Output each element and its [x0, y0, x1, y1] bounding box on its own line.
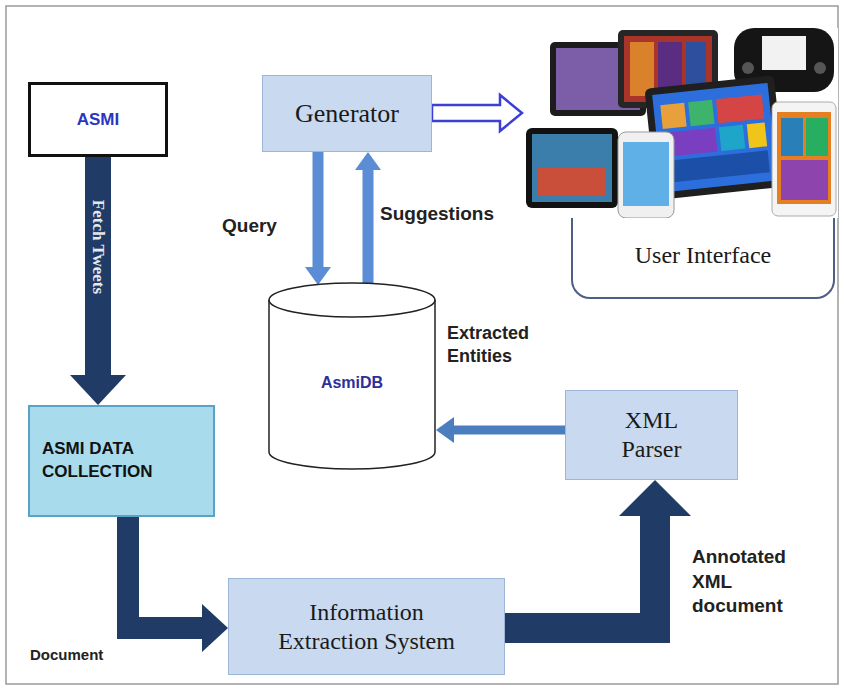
- edge-label: Query: [222, 214, 277, 239]
- collage-ground: [522, 28, 838, 218]
- arrow-head: [436, 417, 454, 443]
- process-box: XML Parser: [565, 390, 738, 480]
- box-label: XML Parser: [602, 406, 702, 464]
- arrow-shaft: [453, 426, 565, 435]
- box-label: ASMI: [77, 110, 120, 130]
- edge-label: Suggestions: [380, 202, 494, 227]
- panel-border: [572, 218, 834, 298]
- collection-box: ASMI DATA COLLECTION: [28, 405, 215, 517]
- gamepad-screen: [762, 36, 806, 70]
- source-box: ASMI: [28, 82, 168, 157]
- edge-label: Extracted Entities: [447, 322, 572, 369]
- tablet-body: [772, 102, 836, 216]
- screen-tile: [719, 125, 745, 151]
- tablet-body: [526, 128, 618, 208]
- arrow-shaft: [128, 517, 203, 628]
- screen-tile: [781, 118, 803, 156]
- connector-arrow: [70, 157, 126, 405]
- tablet-screen: [777, 112, 831, 204]
- edge-label: Annotated XML document: [692, 545, 810, 619]
- arrow-shaft: [313, 152, 324, 268]
- box-label: User Interface: [635, 242, 772, 269]
- screen-tile: [716, 95, 764, 124]
- screen-tile: [688, 100, 714, 126]
- box-label: AsmiDB: [321, 374, 383, 392]
- tablet-screen: [532, 134, 612, 202]
- process-box: Information Extraction System: [228, 578, 505, 675]
- frame-border: [6, 6, 838, 684]
- arrow-head: [355, 152, 381, 170]
- phone-screen: [623, 142, 669, 206]
- process-box: Generator: [262, 75, 432, 152]
- phone-body: [618, 132, 674, 218]
- edge-label: Document: [30, 645, 103, 665]
- device-collage: [522, 28, 838, 218]
- arrow-head: [619, 480, 691, 516]
- gamepad-stick: [814, 62, 826, 74]
- gamepad-stick: [742, 62, 754, 74]
- screen-tile: [806, 118, 828, 156]
- screen-tile: [781, 160, 828, 200]
- screen-tile: [747, 122, 767, 148]
- cylinder-body: [269, 283, 435, 469]
- screen-tile: [660, 103, 686, 129]
- database-cylinder: AsmiDB: [268, 282, 436, 470]
- arrow-shaft: [505, 515, 655, 628]
- arrow-head: [202, 604, 228, 652]
- interface-panel: User Interface: [522, 28, 838, 300]
- box-label: ASMI DATA COLLECTION: [42, 438, 201, 484]
- arrow-shaft: [85, 157, 111, 376]
- box-label: Information Extraction System: [267, 598, 467, 656]
- connector-arrow: [128, 517, 228, 652]
- screen-tile: [666, 150, 770, 183]
- edge-label: Fetch Tweets: [87, 200, 109, 294]
- hollow-arrow: [432, 95, 522, 131]
- arrow-shaft: [363, 169, 374, 285]
- connector-arrow: [505, 480, 691, 628]
- box-label: Generator: [295, 98, 399, 129]
- arrow-head: [305, 267, 331, 285]
- arrow-head: [70, 375, 126, 405]
- screen-tile: [538, 168, 606, 196]
- connector-arrow: [355, 152, 381, 285]
- connector-arrow: [432, 95, 522, 131]
- cylinder-rim: [269, 300, 435, 317]
- screen-tile: [630, 42, 654, 96]
- connector-arrow: [436, 417, 565, 443]
- connector-arrow: [305, 152, 331, 285]
